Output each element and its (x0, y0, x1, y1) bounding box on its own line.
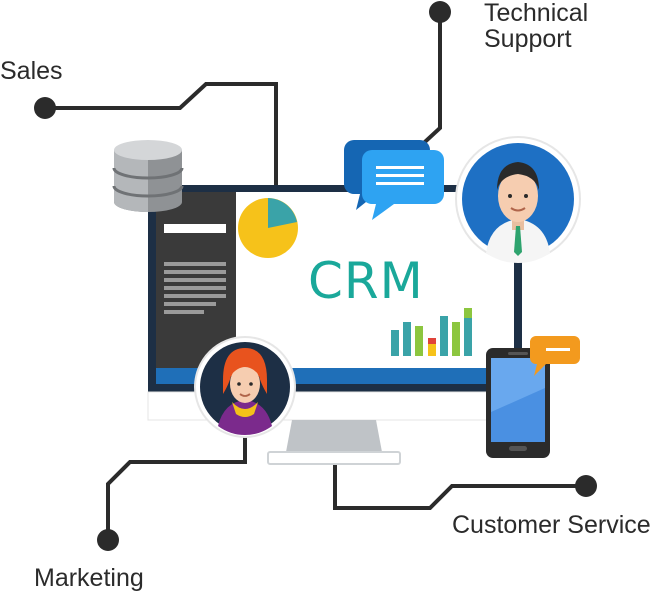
connector-dots (34, 1, 597, 551)
chat-bubble-icon (344, 140, 444, 220)
customer-service-connector (333, 462, 586, 510)
sales-label: Sales (0, 57, 63, 85)
monitor-neck (286, 420, 382, 452)
screen-sidebar (156, 192, 236, 368)
tech-support-dot (429, 1, 451, 23)
tech-support-connector (412, 12, 442, 154)
marketing-label: Marketing (34, 564, 144, 592)
bar-chart-icon (391, 308, 472, 356)
support-agent-avatar (455, 136, 581, 264)
technical-support-line1: Technical (484, 0, 589, 27)
technical-support-label: Technical Support (484, 0, 588, 53)
sales-connector (45, 82, 278, 188)
crm-title: CRM (308, 252, 424, 310)
sidebar-search (164, 224, 226, 233)
pie-chart-icon (238, 198, 298, 258)
marketing-connector (106, 430, 247, 540)
database-icon (112, 140, 184, 212)
phone-chat-bubble-icon (530, 336, 580, 376)
customer-service-dot (575, 475, 597, 497)
monitor-base (267, 451, 401, 465)
sales-dot (34, 97, 56, 119)
marketing-dot (97, 529, 119, 551)
customer-service-label: Customer Service (452, 511, 651, 539)
connector-lines (45, 12, 586, 540)
technical-support-line2: Support (484, 25, 572, 54)
marketing-avatar (194, 336, 296, 438)
